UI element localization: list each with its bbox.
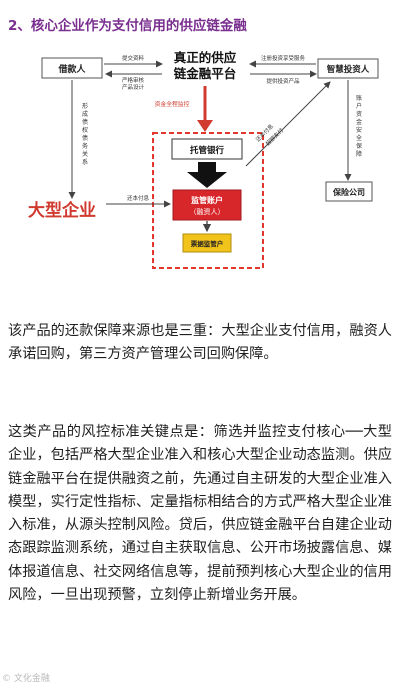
platform-node: 真正的供应 链金融平台 (174, 50, 237, 81)
repay-on-time-label: 还本付息 超额支付 (254, 122, 286, 148)
custody-bank-node: 托管银行 (171, 138, 243, 160)
svg-text:金: 金 (356, 118, 362, 126)
risk-account-node: 票据监管户 (182, 233, 232, 253)
svg-text:障: 障 (356, 150, 362, 158)
borrower-node: 借款人 (41, 57, 103, 79)
svg-text:全: 全 (356, 134, 362, 142)
svg-text:资: 资 (356, 110, 362, 118)
section-title: 2、核心企业作为支付信用的供应链金融 (8, 18, 247, 34)
account-safety-label: 账 户 资 金 安 全 保 障 (356, 94, 362, 158)
svg-text:户: 户 (356, 102, 362, 110)
risk-control-paragraph: 这类产品的风控标准关键点是：筛选并监控支付核心──大型企业，包括严格大型企业准入… (8, 424, 392, 604)
investor-node: 智慧投资人 (317, 58, 379, 79)
svg-text:账: 账 (356, 94, 362, 102)
svg-text:形: 形 (82, 102, 88, 110)
repay-to-investor-arrow (245, 81, 331, 167)
debt-relation-label: 形 成 债 权 债 务 关 系 (82, 102, 88, 166)
insurance-node: 保险公司 (325, 181, 373, 202)
svg-text:成: 成 (82, 110, 88, 118)
bold-arrow-shaft (198, 162, 216, 172)
repayment-guarantee-paragraph: 该产品的还款保障来源也是三重：大型企业支付信用，融资人承诺回购，第三方资产管理公… (8, 323, 392, 363)
regulated-account-node: 监管账户 （融资人） (172, 189, 242, 221)
strict-review-label-2: 产品设计 (122, 83, 145, 91)
bold-arrow-head (187, 172, 227, 188)
insurance-label: 保险公司 (332, 187, 365, 197)
repay-label: 还本付息 (127, 194, 150, 202)
fund-monitor-label: 资金全程监控 (155, 100, 190, 108)
register-label: 注册投资享受服务 (261, 54, 306, 62)
svg-text:安: 安 (356, 126, 362, 134)
custody-bank-label: 托管银行 (190, 145, 225, 156)
supervision-frame (152, 132, 264, 269)
provide-label: 提供投资产品 (266, 77, 300, 85)
svg-text:债: 债 (82, 118, 88, 126)
platform-label-2: 链金融平台 (174, 66, 237, 81)
strict-review-label-1: 严格审核 (122, 76, 145, 84)
svg-text:债: 债 (82, 134, 88, 142)
watermark: © 文化金融 (2, 674, 50, 684)
svg-text:关: 关 (82, 150, 88, 158)
svg-text:保: 保 (356, 142, 362, 150)
borrower-label: 借款人 (57, 63, 86, 75)
submit-info-label: 提交资料 (122, 54, 145, 62)
risk-account-label: 票据监管户 (191, 239, 224, 248)
investor-label: 智慧投资人 (326, 64, 370, 75)
svg-text:权: 权 (82, 126, 88, 134)
regulated-account-label-1: 监管账户 (191, 195, 223, 205)
platform-label-1: 真正的供应 (174, 50, 237, 65)
regulated-account-label-2: （融资人） (190, 207, 225, 216)
large-enterprise-label: 大型企业 (28, 200, 96, 221)
fund-monitor-arrowhead (197, 120, 213, 132)
flow-diagram: 借款人 真正的供应 链金融平台 智慧投资人 提交资料 严格审核 产品设计 注册投… (0, 38, 401, 296)
svg-text:系: 系 (82, 158, 88, 166)
svg-text:务: 务 (82, 142, 88, 150)
